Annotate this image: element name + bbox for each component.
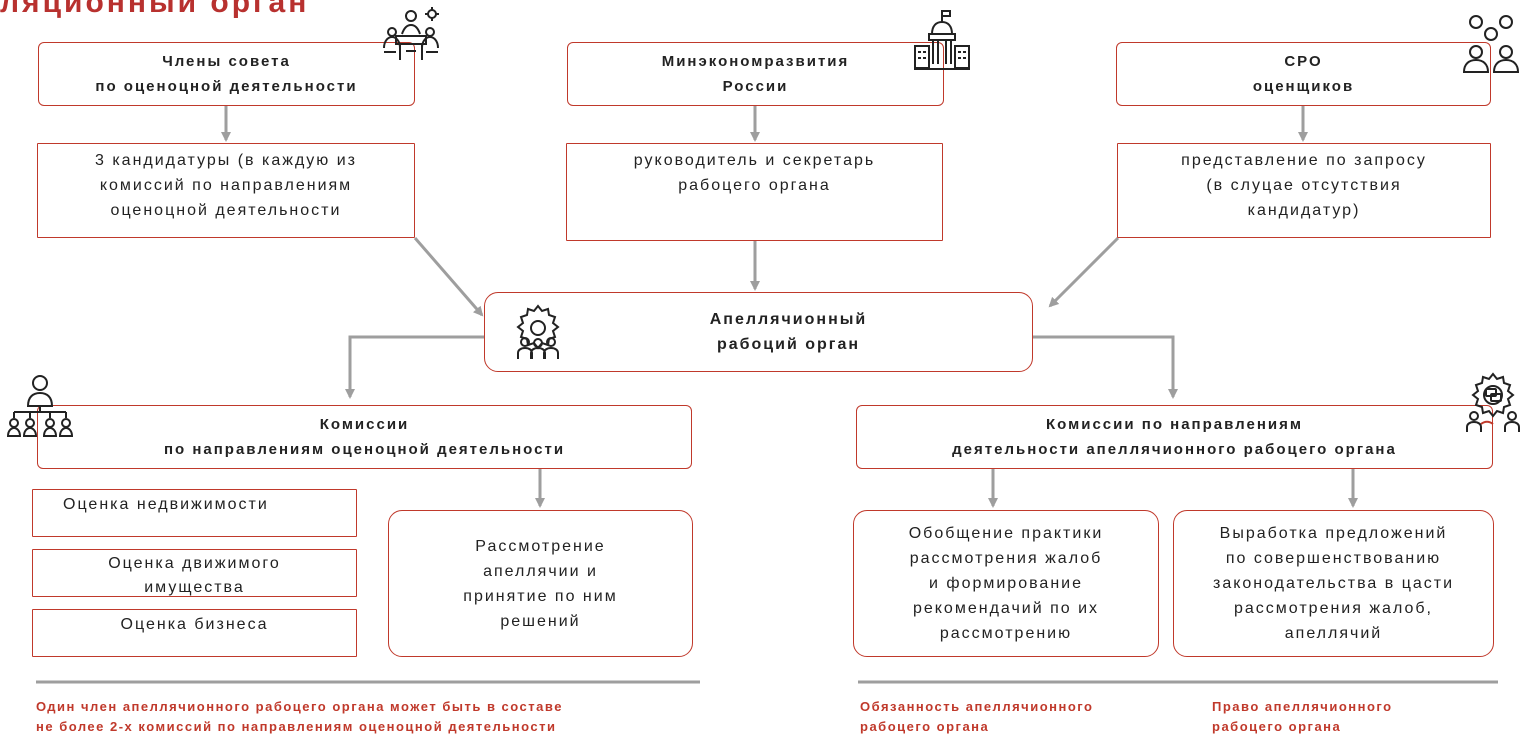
sro-box: СРО оценщиков	[1116, 42, 1491, 106]
duty-note: Обязанность апеллячионного рабоцего орга…	[860, 699, 1094, 734]
appeal-body-label: Апеллячионный рабоций орган	[709, 311, 868, 353]
gear-chat-icon	[1466, 372, 1520, 432]
council-members-label: Члены совета по оценоцной деятельности	[95, 53, 358, 95]
ministry-label: Минэкономразвития России	[661, 53, 850, 95]
people-group-icon	[1462, 15, 1520, 73]
council-members-box: Члены совета по оценоцной деятельности	[38, 42, 415, 106]
sro-request-box: представление по запросу (в слуцае отсут…	[1117, 143, 1491, 238]
proposals-box: Выработка предложений по совершенствован…	[1173, 510, 1494, 657]
government-building-icon	[914, 10, 970, 70]
ministry-box: Минэкономразвития России	[567, 42, 944, 106]
movable-property-box: Оценка движимого имущества	[32, 549, 357, 597]
right-note: Право апеллячионного рабоцего органа	[1212, 699, 1393, 734]
left-commission-label: Комиссии по направлениям оценоцной деяте…	[163, 416, 566, 458]
candidates-box: 3 кандидатуры (в каждую из комиссий по н…	[37, 143, 415, 238]
real-estate-box: Оценка недвижимости	[32, 489, 357, 537]
gear-team-icon	[516, 304, 560, 359]
review-box: Рассмотрение апеллячии и принятие по ним…	[388, 510, 693, 657]
page-title: ляционный орган	[0, 0, 310, 19]
candidates-label: 3 кандидатуры (в каждую из комиссий по н…	[94, 152, 358, 219]
meeting-icon	[383, 7, 439, 60]
left-commission-box: Комиссии по направлениям оценоцной деяте…	[37, 405, 692, 469]
sro-request-label: представление по запросу (в слуцае отсут…	[1181, 152, 1427, 219]
proposals-label: Выработка предложений по совершенствован…	[1212, 525, 1455, 642]
practice-summary-label: Обобщение практики рассмотрения жалоб и …	[908, 525, 1104, 642]
org-structure-icon	[6, 375, 74, 437]
movable-property-label: Оценка движимого имущества	[108, 555, 281, 596]
right-commission-label: Комиссии по направлениям деятельности ап…	[952, 416, 1397, 458]
practice-summary-box: Обобщение практики рассмотрения жалоб и …	[853, 510, 1159, 657]
right-commission-box: Комиссии по направлениям деятельности ап…	[856, 405, 1493, 469]
business-box: Оценка бизнеса	[32, 609, 357, 657]
head-secretary-label: руководитель и секретарь рабоцего органа	[633, 152, 876, 194]
review-label: Рассмотрение апеллячии и принятие по ним…	[463, 537, 618, 630]
head-secretary-box: руководитель и секретарь рабоцего органа	[566, 143, 943, 241]
membership-note: Один член апеллячионного рабоцего органа…	[36, 699, 563, 734]
real-estate-label: Оценка недвижимости	[63, 496, 269, 513]
sro-label: СРО оценщиков	[1252, 53, 1355, 95]
business-label: Оценка бизнеса	[120, 616, 269, 633]
appeal-body-box: Апеллячионный рабоций орган	[484, 292, 1033, 372]
